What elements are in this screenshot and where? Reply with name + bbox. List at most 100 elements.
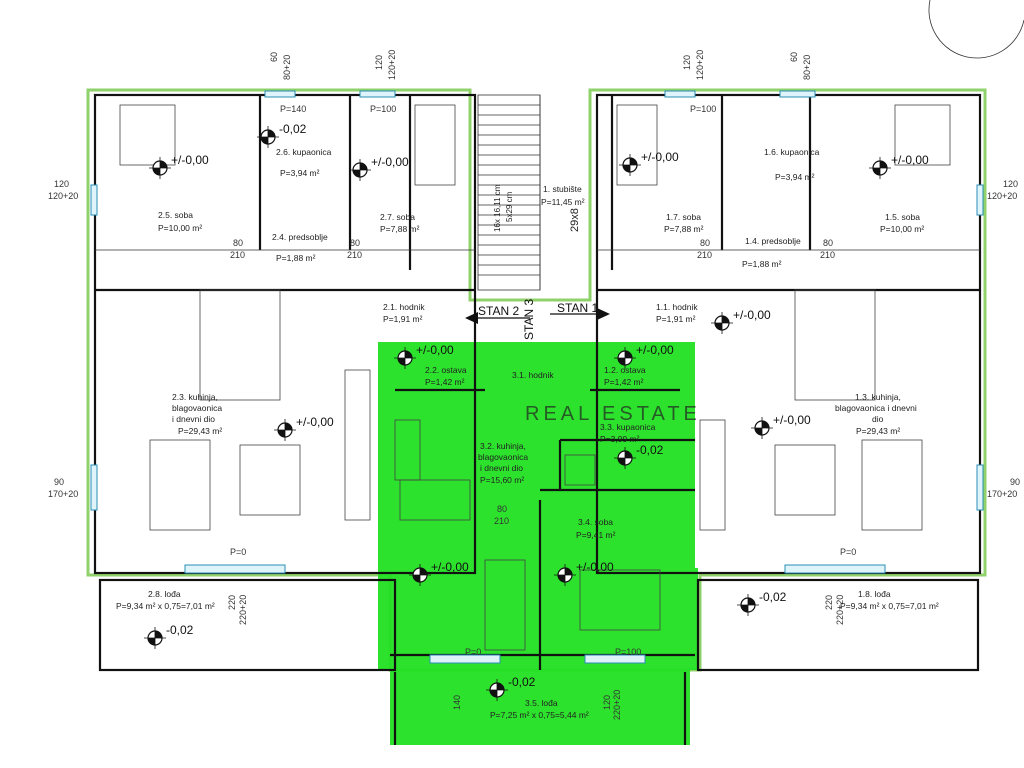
dim-120-20-right: 120+20 [695,50,705,80]
window-p100-south: P=100 [615,647,641,657]
dim-90-west: 90 [54,477,64,487]
stair-steps: 29x8 [569,208,581,232]
room-1-1-area: P=1,91 m² [656,314,696,324]
room-1-5-name: 1.5. soba [885,212,920,222]
room-2-1-name: 2.1. hodnik [383,302,425,312]
room-1-3-area: P=29,43 m² [856,426,900,436]
room-1-4-area: P=1,88 m² [742,259,782,269]
unit-label-stan3: STAN 3 [522,299,536,340]
elevation-marker-icon: -0,02 [737,590,787,616]
room-2-2-area: P=1,42 m² [425,377,465,387]
dim-210-d1: 210 [230,250,245,260]
dim-120-south: 120 [602,695,612,710]
dim-120-left: 120 [374,55,384,70]
elevation-marker-icon: +/-0,00 [869,153,929,179]
elevation-label: +/-0,00 [576,560,614,574]
elevation-label: +/-0,00 [891,153,929,167]
window-p100-right: P=100 [690,104,716,114]
furniture [119,104,951,651]
dim-120-20-west: 120+20 [48,191,78,201]
elevation-marker-icon: +/-0,00 [409,560,469,586]
dim-120-east: 120 [1003,179,1018,189]
unit-label-stan2: STAN 2 [478,304,519,318]
room-1-5-area: P=10,00 m² [880,224,924,234]
room-2-3-line1: 2.3. kuhinja, [172,392,218,402]
room-2-3-line2: blagovaonica [172,403,222,413]
room-3-5-area: P=7,25 m² x 0,75=5,44 m² [490,710,589,720]
elevation-label: +/-0,00 [171,153,209,167]
elevation-marker-icon: +/-0,00 [394,343,454,369]
elevation-label: -0,02 [166,623,194,637]
unit-label-stan1: STAN 1 [557,301,598,315]
dim-80-d5: 80 [497,504,507,514]
elevation-marker-icon: -0,02 [144,623,194,649]
elevation-marker-icon: +/-0,00 [149,153,209,179]
dim-120-west: 120 [54,179,69,189]
room-1-4-name: 1.4. predsoblje [745,236,801,246]
elevation-label: +/-0,00 [431,560,469,574]
room-1-1-name: 1.1. hodnik [656,302,698,312]
elevation-label: +/-0,00 [416,343,454,357]
dim-60-right: 60 [789,52,799,62]
room-1-7-name: 1.7. soba [666,212,701,222]
elevation-marker-icon: -0,02 [257,122,307,148]
room-1-8-name: 1.8. lođa [858,589,891,599]
dim-60-left: 60 [269,52,279,62]
window-p0-right: P=0 [840,547,856,557]
dim-80-d1: 80 [233,238,243,248]
staircase [477,94,541,291]
dim-120-right: 120 [682,55,692,70]
room-3-3-area: P=3,99 m² [600,434,640,444]
dim-220-20-left: 220+20 [238,595,248,625]
room-1-3-line3: dio [872,414,884,424]
window-p140: P=140 [280,104,306,114]
stan2-arrow-icon [465,312,478,324]
room-2-7-name: 2.7. soba [380,212,415,222]
room-3-4-name: 3.4. soba [578,517,613,527]
room-3-5-name: 3.5. lođa [525,698,558,708]
room-1-6-name: 1.6. kupaonica [764,147,820,157]
dimensions: 60 80+20 120 120+20 120 120+20 60 80+20 … [48,50,1020,720]
room-3-1-name: 3.1. hodnik [512,370,554,380]
dim-210-d3: 210 [697,250,712,260]
dim-170-20-east: 170+20 [987,489,1017,499]
room-2-5-area: P=10,00 m² [158,223,202,233]
elevation-label: +/-0,00 [636,343,674,357]
room-2-4-name: 2.4. predsoblje [272,232,328,242]
room-2-1-area: P=1,91 m² [383,314,423,324]
dim-210-d4: 210 [820,250,835,260]
elevation-marker-icon: -0,02 [614,443,664,469]
watermark-text: REAL ESTATE [525,403,701,425]
room-1-name: 1. stubište [543,184,582,194]
room-2-4-area: P=1,88 m² [276,253,316,263]
dim-120-20-east: 120+20 [987,191,1017,201]
room-2-5-name: 2.5. soba [158,210,193,220]
elevation-label: +/-0,00 [773,413,811,427]
elevation-label: +/-0,00 [733,308,771,322]
room-2-8-name: 2.8. lođa [148,589,181,599]
elevation-marker-icon: +/-0,00 [614,343,674,369]
window-p0-south: P=0 [465,647,481,657]
dim-210-d5: 210 [494,516,509,526]
room-3-2-line3: i dnevni dio [480,463,523,473]
stair-spec: 16x 16,11 cm [493,184,502,232]
dim-80-20-right: 80+20 [802,55,812,80]
dim-80-d4: 80 [823,238,833,248]
dim-210-d2: 210 [347,250,362,260]
windows [90,90,984,664]
elevation-label: +/-0,00 [371,155,409,169]
room-3-3-name: 3.3. kupaonica [600,422,656,432]
elevation-label: +/-0,00 [296,415,334,429]
room-3-2-area: P=15,60 m² [480,475,524,485]
unit-markers: STAN 2 STAN 1 STAN 3 [465,299,610,340]
elevation-marker-icon: +/-0,00 [751,413,811,439]
dim-170-20-west: 170+20 [48,489,78,499]
room-1-2-area: P=1,42 m² [604,377,644,387]
room-2-3-line3: i dnevni dio [172,414,215,424]
room-labels: 2.6. kupaonica P=3,94 m² 2.5. soba P=10,… [116,147,939,720]
elevation-label: -0,02 [508,675,536,689]
elevation-marker-icon: +/-0,00 [554,560,614,586]
elevation-marker-icon: +/-0,00 [349,155,409,181]
room-3-2-line2: blagovaonica [478,452,528,462]
dim-220-20-south: 220+20 [612,690,622,720]
